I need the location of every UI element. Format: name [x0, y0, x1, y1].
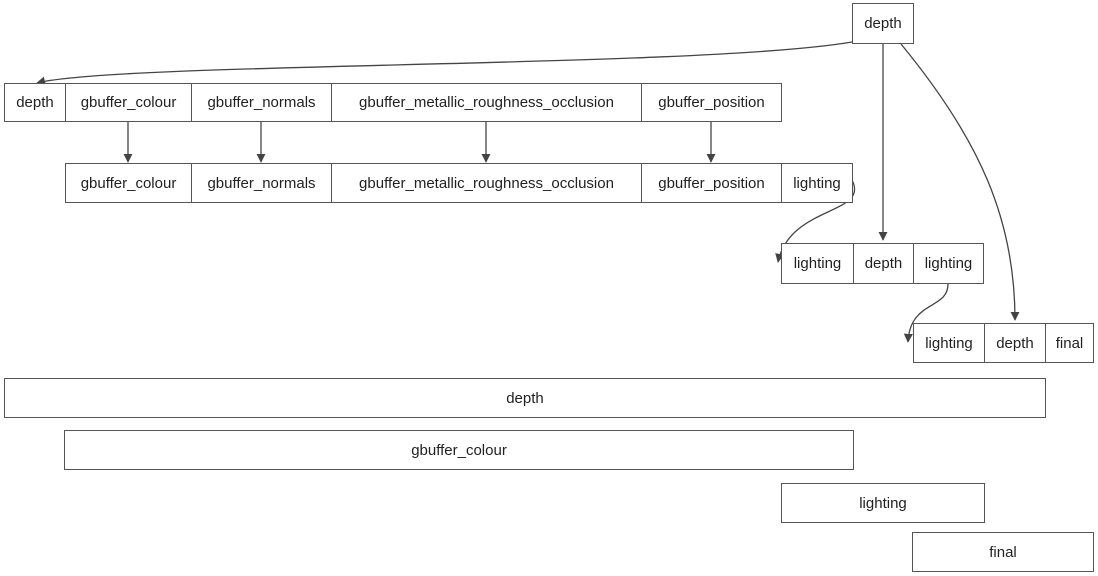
edge-lighting-pass3-to-pass4: [903, 283, 949, 343]
pass2-cell-gbuffer-colour: gbuffer_colour: [65, 163, 192, 203]
lifetime-bar-gbuffer-colour: gbuffer_colour: [64, 430, 854, 470]
edge-depth-to-pass4-depth: [900, 43, 1020, 321]
pass2-cell-lighting: lighting: [781, 163, 853, 203]
pass4-cell-lighting: lighting: [913, 323, 985, 363]
pass4-cell-final: final: [1045, 323, 1094, 363]
pass4-cell-depth: depth: [984, 323, 1046, 363]
pass2-cell-gbuffer-mro: gbuffer_metallic_roughness_occlusion: [331, 163, 642, 203]
pass3-cell-lighting-in: lighting: [781, 243, 854, 284]
pass3-cell-lighting-out: lighting: [913, 243, 984, 284]
pass1-cell-gbuffer-mro: gbuffer_metallic_roughness_occlusion: [331, 83, 642, 122]
lifetime-bar-final: final: [912, 532, 1094, 572]
pass2-cell-gbuffer-normals: gbuffer_normals: [191, 163, 332, 203]
lifetime-bar-depth: depth: [4, 378, 1046, 418]
pass2-cell-gbuffer-position: gbuffer_position: [641, 163, 782, 203]
pass1-cell-depth: depth: [4, 83, 66, 122]
pass1-cell-gbuffer-position: gbuffer_position: [641, 83, 782, 122]
pass1-cell-gbuffer-colour: gbuffer_colour: [65, 83, 192, 122]
source-node-depth: depth: [852, 3, 914, 44]
pass3-cell-depth: depth: [853, 243, 914, 284]
pass1-cell-gbuffer-normals: gbuffer_normals: [191, 83, 332, 122]
lifetime-bar-lighting: lighting: [781, 483, 985, 523]
edge-depth-to-pass1-depth: [36, 41, 853, 86]
